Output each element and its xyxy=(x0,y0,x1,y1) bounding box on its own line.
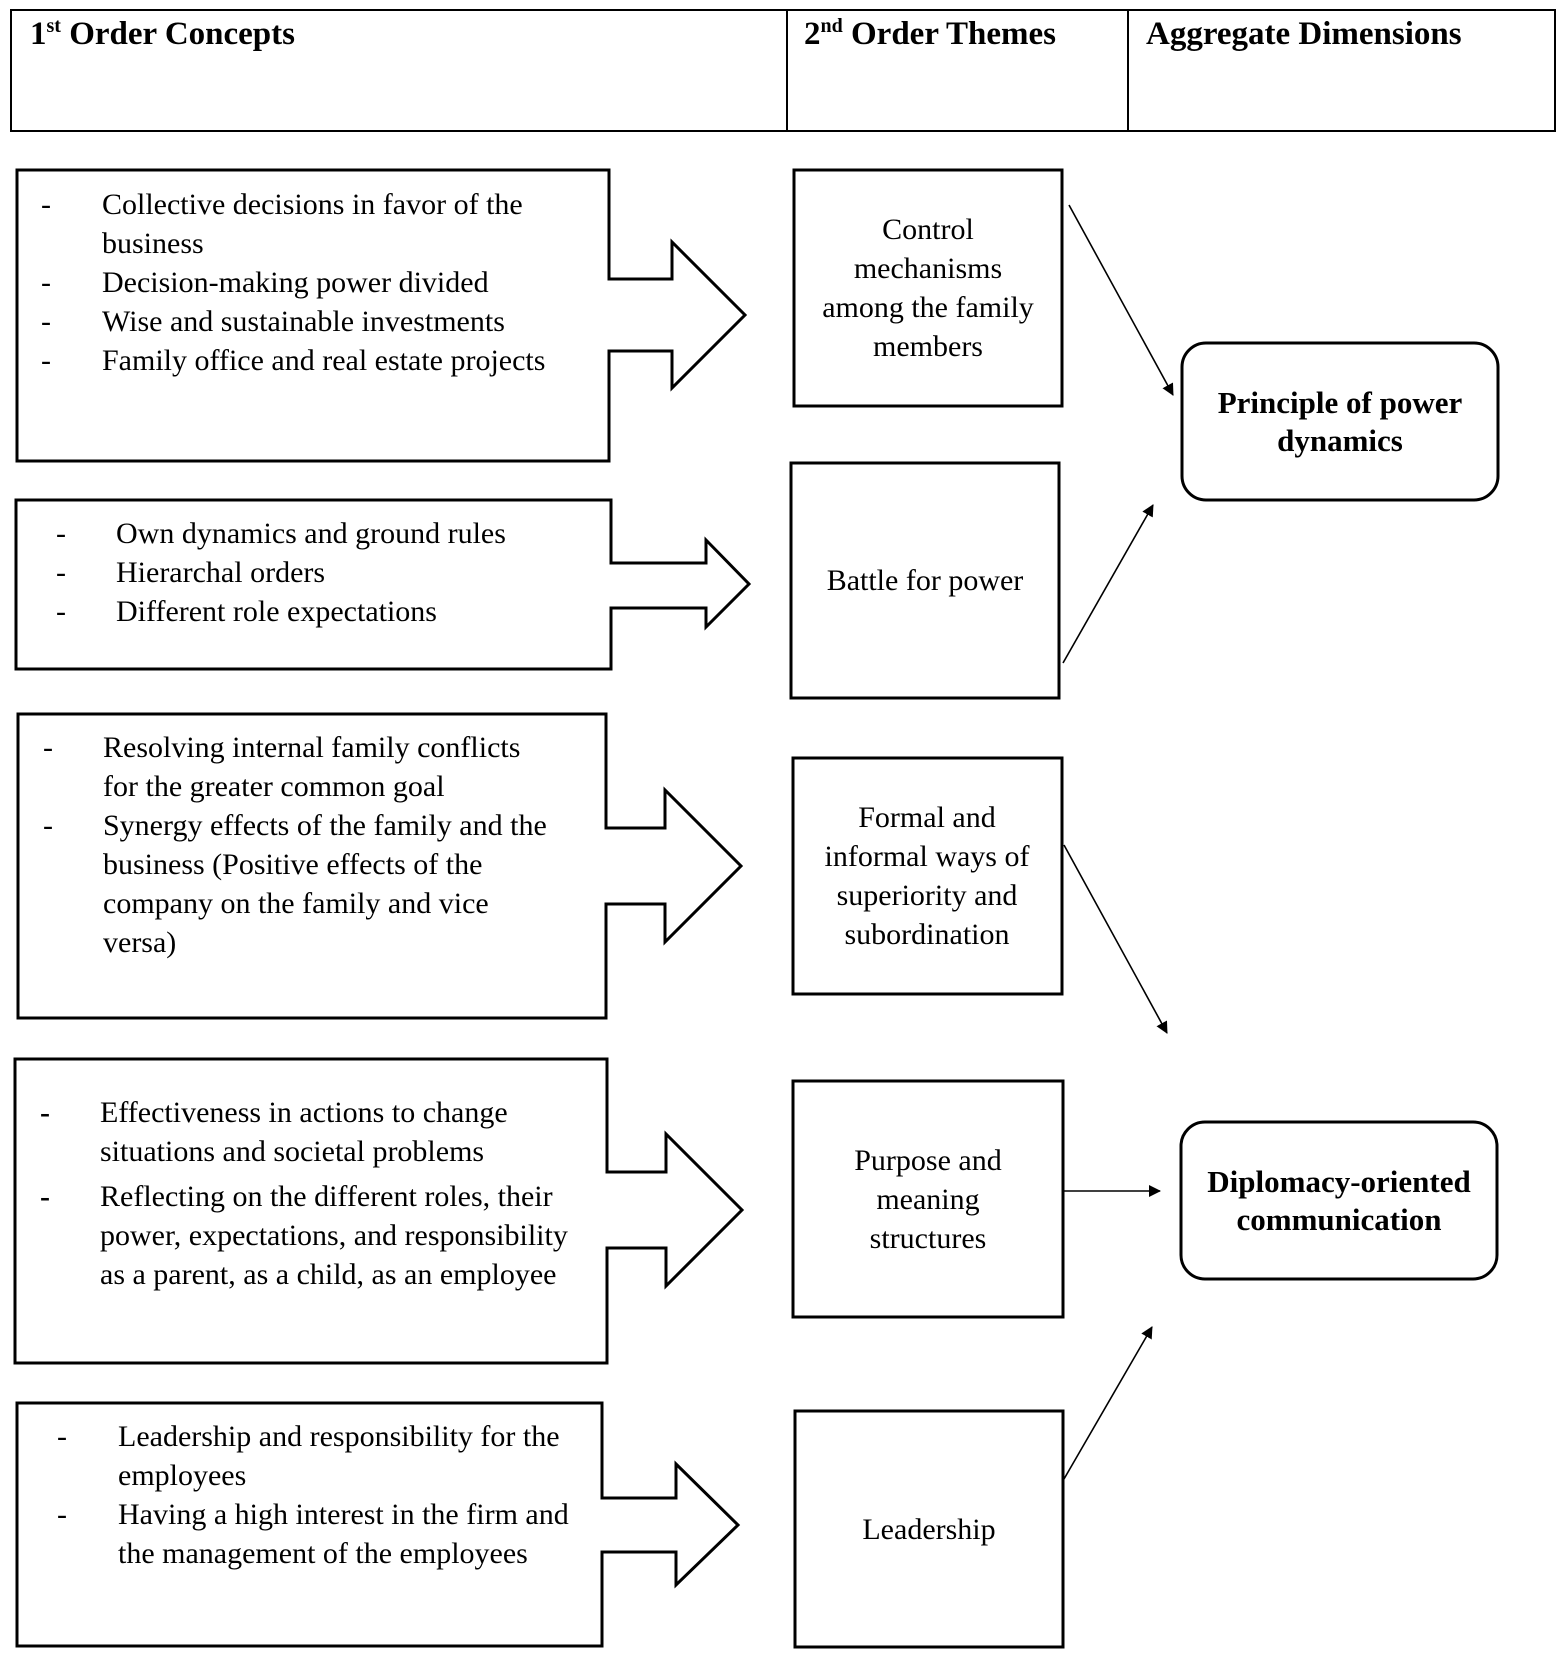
bullet-dash: - xyxy=(40,1096,50,1129)
concept-list-3: - Resolving internal family conflicts for… xyxy=(40,728,560,962)
theme-box-4 xyxy=(791,1079,1065,1319)
theme-box-5 xyxy=(793,1409,1065,1649)
theme-label-2: Battle for power xyxy=(826,564,1024,597)
concept-text: Decision-making power divided xyxy=(102,266,489,299)
bullet-dash: - xyxy=(43,731,53,764)
header-second-order-themes: 2nd Order Themes xyxy=(804,15,1057,52)
concept-arrow-shape-3 xyxy=(16,712,744,1020)
concept-text: Wise and sustainable investments xyxy=(102,305,505,338)
bullet-dash: - xyxy=(41,344,51,377)
header-col1-superscript: st xyxy=(46,15,61,37)
concept-item: - Wise and sustainable investments xyxy=(38,302,598,341)
concept-item: - Own dynamics and ground rules xyxy=(53,514,613,553)
header-col2-text: Order Themes xyxy=(851,16,1057,52)
concept-text: Collective decisions in favor of the bus… xyxy=(102,188,523,260)
header-col1-number: 1 xyxy=(30,16,47,52)
concept-arrow-shape-4 xyxy=(13,1057,745,1365)
concept-text: Reflecting on the different roles, their… xyxy=(100,1180,568,1291)
concept-item: - Leadership and responsibility for the e… xyxy=(54,1417,594,1495)
dimension-box-2 xyxy=(1179,1120,1499,1281)
bullet-dash: - xyxy=(41,305,51,338)
theme-box-2 xyxy=(789,461,1061,700)
bullet-dash: - xyxy=(56,595,66,628)
theme-box-3 xyxy=(791,756,1064,996)
concept-text: Effectiveness in actions to change situa… xyxy=(100,1096,508,1168)
bullet-dash: - xyxy=(57,1420,67,1453)
concept-item: - Family office and real estate projects xyxy=(38,341,598,380)
concept-text: Own dynamics and ground rules xyxy=(116,517,506,550)
theme-label-1: Control mechanisms among the family memb… xyxy=(822,213,1034,363)
concept-list-4: - Effectiveness in actions to change situ… xyxy=(38,1093,578,1294)
concept-item: - Synergy effects of the family and the b… xyxy=(40,806,560,962)
connector-arrow-2 xyxy=(1062,504,1154,664)
bullet-dash: - xyxy=(56,556,66,589)
concept-item: - Different role expectations xyxy=(53,592,613,631)
dimension-label-2: Diplomacy-oriented communication xyxy=(1207,1163,1471,1237)
header-col2-number: 2 xyxy=(804,16,821,52)
concept-text: Hierarchal orders xyxy=(116,556,326,589)
concept-item: - Collective decisions in favor of the bu… xyxy=(38,185,598,263)
concept-text: Family office and real estate projects xyxy=(102,344,546,377)
concept-text: Having a high interest in the firm and t… xyxy=(118,1498,569,1570)
bullet-dash: - xyxy=(43,809,53,842)
concept-item: - Resolving internal family conflicts for… xyxy=(40,728,560,806)
bullet-dash: - xyxy=(41,266,51,299)
concept-item: - Effectiveness in actions to change situ… xyxy=(38,1093,578,1171)
concept-list-1: - Collective decisions in favor of the bu… xyxy=(38,185,598,380)
concept-arrow-shape-1 xyxy=(15,168,748,463)
bullet-dash: - xyxy=(41,188,51,221)
bullet-dash: - xyxy=(57,1498,67,1531)
header-col1-text: Order Concepts xyxy=(69,16,295,52)
concept-list-2: - Own dynamics and ground rules - Hierarch… xyxy=(53,514,613,631)
bullet-dash: - xyxy=(56,517,66,550)
concept-item: - Having a high interest in the firm and … xyxy=(54,1495,594,1573)
concept-text: Leadership and responsibility for the em… xyxy=(118,1420,560,1492)
theme-label-4: Purpose and meaning structures xyxy=(854,1143,1002,1255)
connector-arrow-5 xyxy=(1063,1326,1153,1480)
dimension-label-1: Principle of power dynamics xyxy=(1217,384,1463,458)
concept-text: Different role expectations xyxy=(116,595,437,628)
header-aggregate-dimensions: Aggregate Dimensions xyxy=(1146,16,1462,52)
header-first-order-concepts: 1st Order Concepts xyxy=(30,15,295,52)
concept-arrow-shape-5 xyxy=(15,1401,741,1648)
concept-item: - Reflecting on the different roles, thei… xyxy=(38,1177,578,1294)
header-table xyxy=(10,9,1556,132)
concept-arrow-shape-2 xyxy=(14,498,752,671)
header-col2-superscript: nd xyxy=(820,15,843,37)
concept-text: Resolving internal family conflicts for … xyxy=(103,731,521,803)
theme-box-1 xyxy=(792,168,1064,408)
theme-label-3: Formal and informal ways of superiority … xyxy=(824,801,1030,951)
connector-arrow-3 xyxy=(1063,844,1168,1034)
bullet-dash: - xyxy=(40,1180,50,1213)
concept-item: - Decision-making power divided xyxy=(38,263,598,302)
dimension-box-1 xyxy=(1180,341,1500,502)
connector-arrow-1 xyxy=(1068,204,1174,396)
concept-list-5: - Leadership and responsibility for the e… xyxy=(54,1417,594,1573)
theme-label-5: Leadership xyxy=(862,1512,996,1546)
concept-text: Synergy effects of the family and the bu… xyxy=(103,809,547,959)
concept-item: - Hierarchal orders xyxy=(53,553,613,592)
